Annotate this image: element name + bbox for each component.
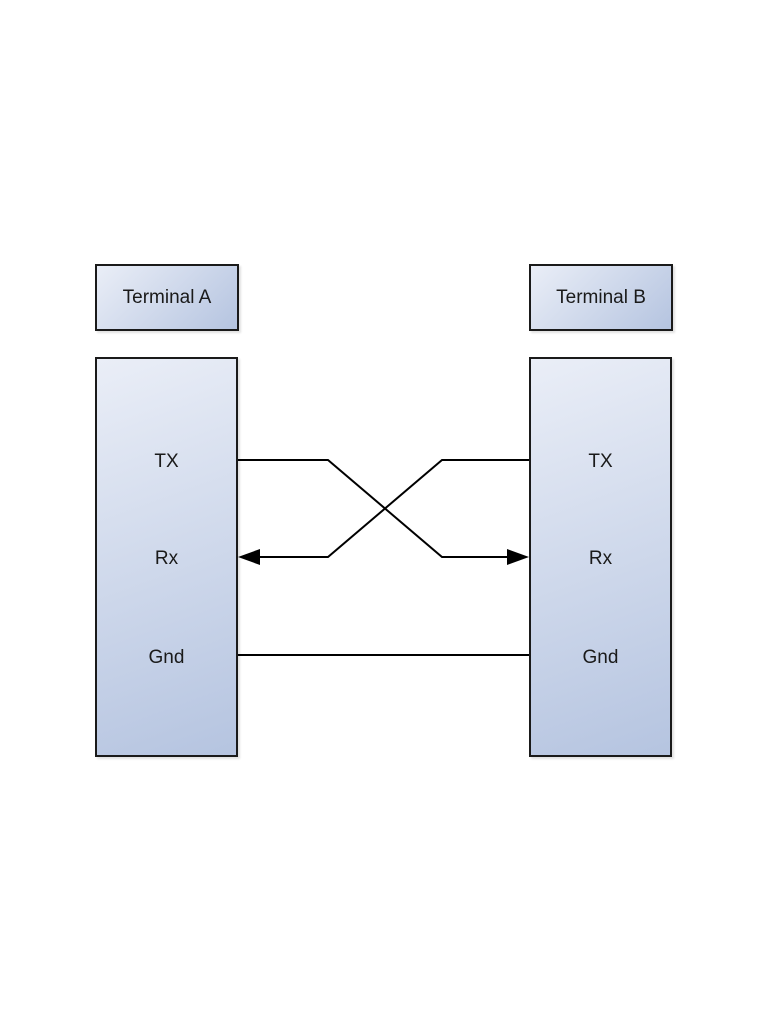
arrowhead-a-tx-to-b-rx [507, 549, 529, 565]
terminal-a-pin-gnd: Gnd [148, 647, 185, 668]
wire-b-tx-to-a-rx [260, 459, 529, 558]
terminal-a-title: Terminal A [122, 286, 212, 308]
terminal-b-title-box: Terminal B [529, 264, 673, 331]
terminal-a-title-box: Terminal A [95, 264, 239, 331]
terminal-b-pin-rx: Rx [588, 548, 613, 569]
terminal-b-body-box: TX Rx Gnd [529, 357, 672, 757]
terminal-b-pin-tx: TX [588, 451, 613, 472]
terminal-a-body-box: TX Rx Gnd [95, 357, 238, 757]
terminal-b-title: Terminal B [556, 286, 646, 308]
arrowhead-b-tx-to-a-rx [238, 549, 260, 565]
terminal-a-pin-rx: Rx [154, 548, 179, 569]
terminal-a-pin-tx: TX [154, 451, 179, 472]
wire-a-tx-to-b-rx [238, 459, 507, 558]
terminal-b-pin-gnd: Gnd [582, 647, 619, 668]
